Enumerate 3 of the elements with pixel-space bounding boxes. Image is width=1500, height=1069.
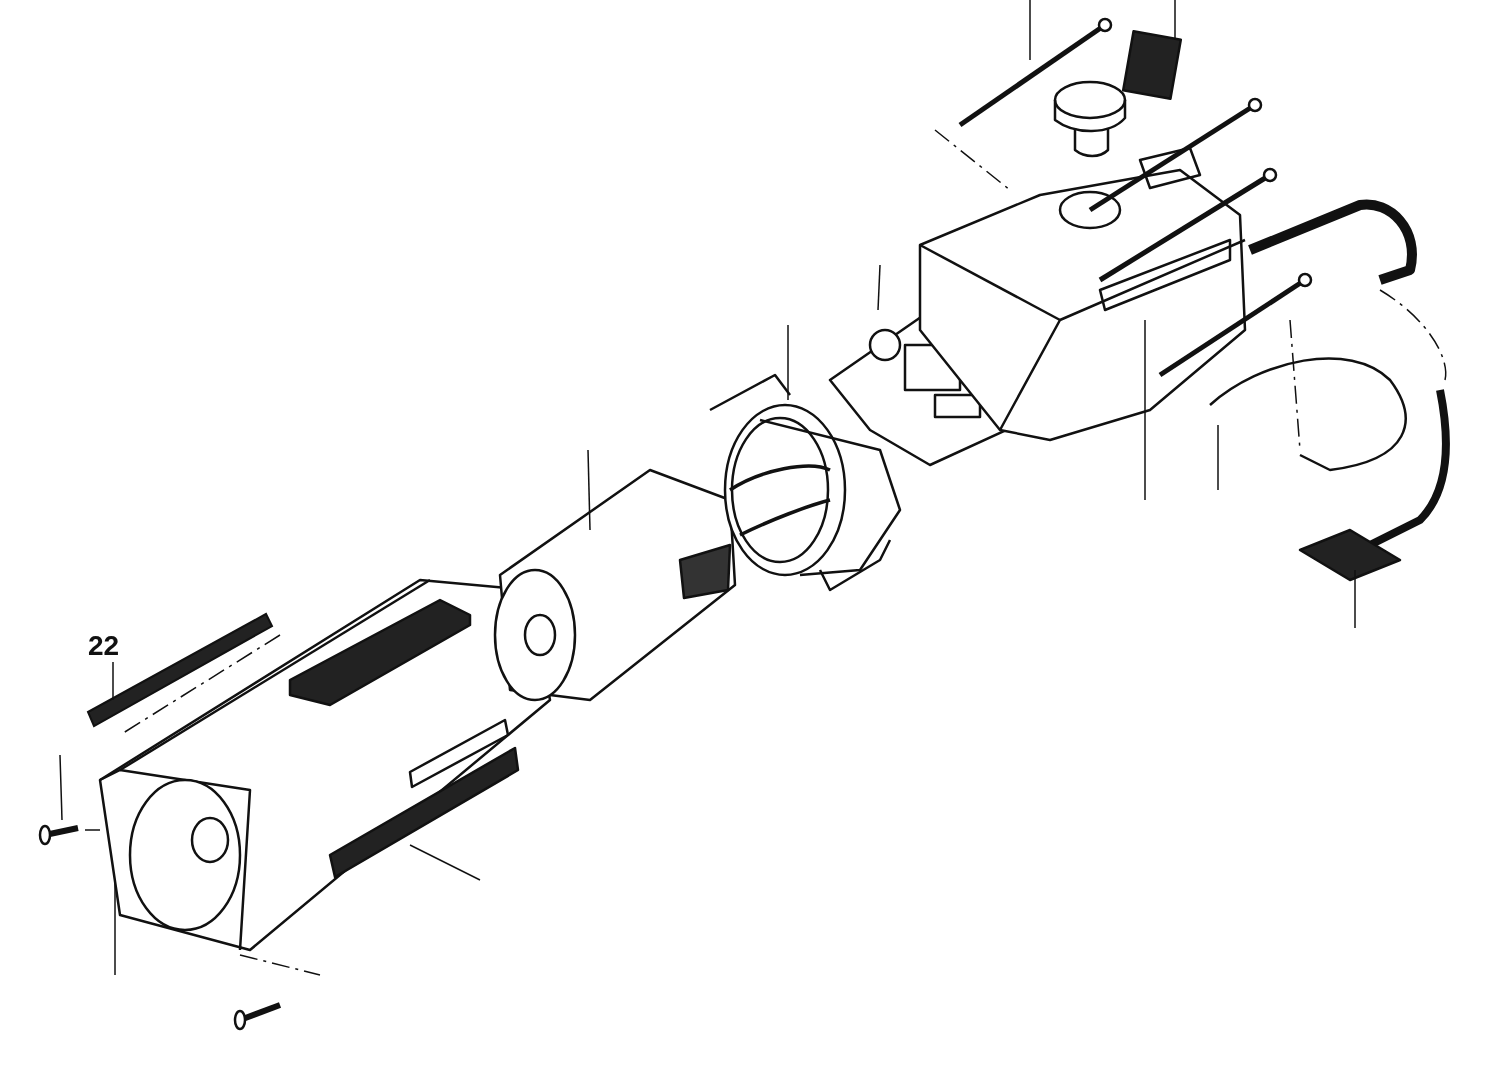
strip-part <box>86 612 274 728</box>
leader-line <box>112 661 114 701</box>
callout-number: 22 <box>88 632 120 660</box>
